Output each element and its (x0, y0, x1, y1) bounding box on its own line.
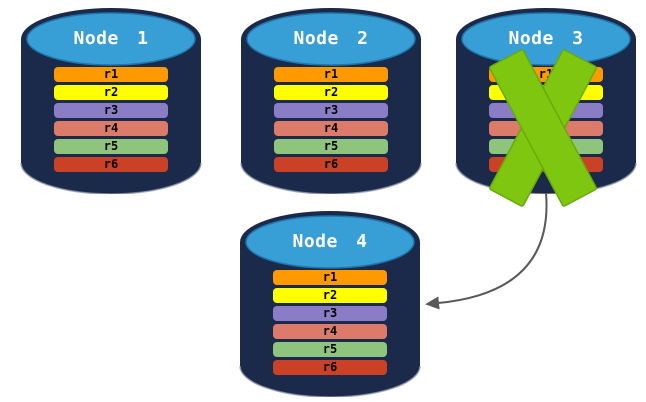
node-label: Node 2 (293, 28, 369, 49)
replica-row-r1: r1 (274, 67, 388, 82)
replica-row-r3: r3 (54, 103, 168, 118)
replica-row-r5: r5 (54, 139, 168, 154)
cylinder-top (26, 12, 196, 66)
replica-row-r6: r6 (273, 360, 387, 375)
cylinder-top (246, 12, 416, 66)
node-2: Node 2 r1 r2 r3 r4 r5 r6 (240, 8, 422, 194)
replica-row-r6: r6 (274, 157, 388, 172)
replica-row-r1: r1 (54, 67, 168, 82)
replica-row-r4: r4 (54, 121, 168, 136)
replica-row-r6: r6 (54, 157, 168, 172)
node-4: Node 4 r1 r2 r3 r4 r5 r6 (239, 211, 421, 397)
replica-row-r2: r2 (273, 288, 387, 303)
replica-row-r2: r2 (274, 85, 388, 100)
node-label: Node 4 (292, 231, 368, 252)
node-1: Node 1 r1 r2 r3 r4 r5 r6 (20, 8, 202, 194)
replica-row-r5: r5 (274, 139, 388, 154)
cylinder-bottom-edge (240, 162, 422, 194)
replica-row-r4: r4 (274, 121, 388, 136)
cylinder-top (245, 215, 415, 269)
node-label: Node 1 (73, 28, 149, 49)
replica-row-r4: r4 (273, 324, 387, 339)
cylinder-bottom-edge (239, 365, 421, 397)
replica-row-r2: r2 (54, 85, 168, 100)
node-label: Node 3 (508, 28, 584, 49)
cylinder-bottom-edge (455, 162, 637, 194)
cylinder-bottom-edge (20, 162, 202, 194)
failure-x-icon (489, 49, 597, 207)
cylinder-top (461, 12, 631, 66)
x-stroke-2 (489, 49, 597, 207)
replica-row-r5: r5 (273, 342, 387, 357)
replica-row-r3: r3 (273, 306, 387, 321)
replica-row-r1: r1 (273, 270, 387, 285)
replica-row-r3: r3 (274, 103, 388, 118)
